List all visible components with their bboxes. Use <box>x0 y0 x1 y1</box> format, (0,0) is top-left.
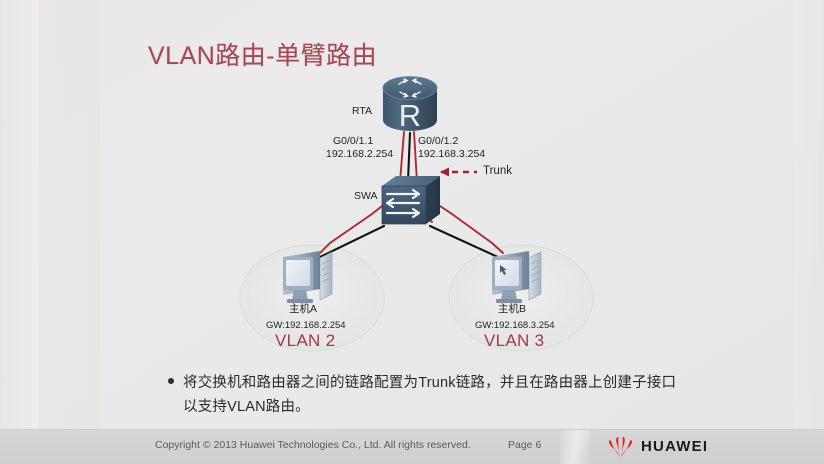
host-b-gateway-label: GW:192.168.3.254 <box>475 320 555 331</box>
router-interface-1-name: G0/0/1.1 <box>333 135 374 147</box>
host-b-name-label: 主机B <box>498 303 527 315</box>
body-content: 将交换机和路由器之间的链路配置为Trunk链路，并且在路由器上创建子接口以支持V… <box>168 371 688 419</box>
physical-links <box>316 131 502 260</box>
huawei-brand-text: HUAWEI <box>641 437 709 455</box>
host-a-gateway-label: GW:192.168.2.254 <box>266 320 346 331</box>
vlan3-label: VLAN 3 <box>484 331 545 350</box>
footer-light-streak <box>560 430 590 464</box>
svg-text:R: R <box>399 98 421 133</box>
switch-icon <box>381 176 440 225</box>
router-interface-1-ip: 192.168.2.254 <box>326 148 394 160</box>
page-title: VLAN路由-单臂路由 <box>148 42 378 70</box>
host-a-name-label: 主机A <box>289 303 318 315</box>
bullet-dot-icon <box>168 378 174 384</box>
trunk-arrow-icon <box>440 167 477 177</box>
copyright-text: Copyright © 2013 Huawei Technologies Co.… <box>155 439 471 451</box>
switch-name-label: SWA <box>354 190 378 202</box>
host-b-icon <box>492 251 542 303</box>
huawei-flower-icon <box>609 436 632 457</box>
router-interface-2-ip: 192.168.3.254 <box>418 148 486 160</box>
bullet-text: 将交换机和路由器之间的链路配置为Trunk链路，并且在路由器上创建子接口以支持V… <box>183 375 677 415</box>
host-a-icon <box>283 251 333 303</box>
bullet-list-item: 将交换机和路由器之间的链路配置为Trunk链路，并且在路由器上创建子接口以支持V… <box>168 371 688 419</box>
huawei-logo: HUAWEI <box>608 434 708 458</box>
trunk-label: Trunk <box>483 165 512 177</box>
vlan3-region <box>448 244 594 352</box>
slide-footer: Copyright © 2013 Huawei Technologies Co.… <box>0 429 824 464</box>
router-icon: R <box>382 76 438 133</box>
page-number: Page 6 <box>508 439 542 451</box>
router-interface-2-name: G0/0/1.2 <box>418 135 459 147</box>
vlan2-label: VLAN 2 <box>275 331 336 350</box>
vlan2-region <box>239 244 385 352</box>
router-name-label: RTA <box>352 105 373 117</box>
